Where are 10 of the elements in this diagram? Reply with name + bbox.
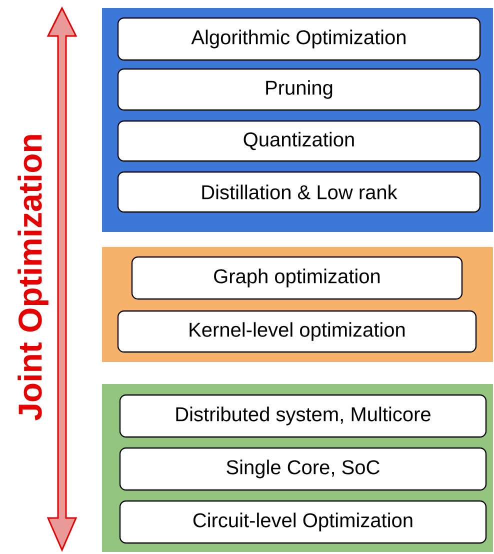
vertical-title: Joint Optimization	[18, 135, 48, 420]
item-box: Distributed system, Multicore	[119, 394, 487, 438]
item-box: Single Core, SoC	[119, 447, 487, 491]
item-box: Graph optimization	[131, 256, 463, 300]
item-box: Algorithmic Optimization	[117, 17, 481, 61]
item-box: Circuit-level Optimization	[119, 500, 487, 544]
item-box: Kernel-level optimization	[117, 310, 477, 353]
item-box: Quantization	[117, 120, 481, 162]
item-box: Distillation & Low rank	[117, 171, 481, 213]
item-box: Pruning	[117, 68, 481, 111]
